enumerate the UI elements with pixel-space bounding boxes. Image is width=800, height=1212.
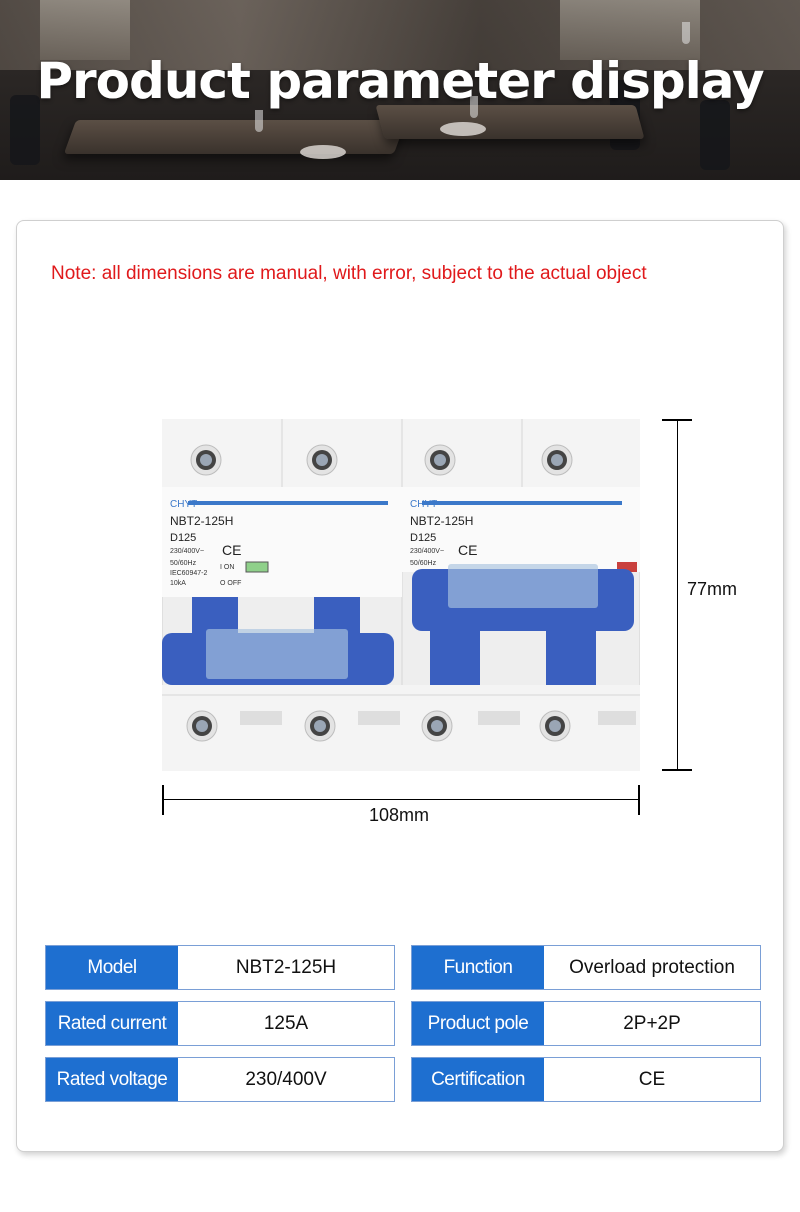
page-title: Product parameter display bbox=[36, 52, 764, 110]
terminal-screw-icon bbox=[190, 444, 222, 476]
brand-label-2: CHYT bbox=[410, 499, 437, 510]
spec-key: Rated current bbox=[46, 1002, 178, 1045]
spec-key: Rated voltage bbox=[46, 1058, 178, 1101]
banner-table bbox=[375, 105, 645, 139]
spec-value: Overload protection bbox=[569, 956, 735, 978]
frequency-label-2: 50/60Hz bbox=[410, 560, 437, 567]
banner-chair bbox=[700, 100, 730, 170]
dimension-note: Note: all dimensions are manual, with er… bbox=[51, 263, 647, 284]
banner-table bbox=[63, 120, 407, 154]
terminal-screw-icon bbox=[306, 444, 338, 476]
parameter-card: Note: all dimensions are manual, with er… bbox=[16, 220, 784, 1152]
height-dimension-line bbox=[677, 420, 678, 770]
spec-value: CE bbox=[638, 1068, 666, 1090]
spec-row-product-pole: Product pole 2P+2P bbox=[411, 1001, 761, 1046]
svg-text:CE: CE bbox=[458, 542, 477, 558]
width-dimension-cap bbox=[162, 785, 164, 815]
breaking-label-1: 10kA bbox=[170, 580, 186, 587]
banner-glass bbox=[682, 22, 690, 44]
banner-glass bbox=[255, 110, 263, 132]
spec-row-rated-voltage: Rated voltage 230/400V bbox=[45, 1057, 395, 1102]
terminal-screw-icon bbox=[539, 710, 571, 742]
banner-glass bbox=[470, 96, 478, 118]
model-label-1: NBT2-125H bbox=[170, 514, 233, 528]
terminal-screw-icon bbox=[424, 444, 456, 476]
header-banner: Product parameter display bbox=[0, 0, 800, 180]
spec-key: Model bbox=[46, 946, 178, 989]
status-indicator-window bbox=[617, 562, 637, 572]
banner-window bbox=[560, 0, 700, 60]
spec-row-rated-current: Rated current 125A bbox=[45, 1001, 395, 1046]
terminal-screw-icon bbox=[541, 444, 573, 476]
spec-value: 125A bbox=[263, 1012, 309, 1034]
width-dimension-cap bbox=[638, 785, 640, 815]
spec-row-model: Model NBT2-125H bbox=[45, 945, 395, 990]
spec-value: 230/400V bbox=[245, 1068, 327, 1090]
banner-chair bbox=[10, 95, 40, 165]
voltage-label-2: 230/400V~ bbox=[410, 548, 444, 555]
height-dimension-cap bbox=[662, 769, 692, 771]
voltage-label-1: 230/400V~ bbox=[170, 548, 204, 555]
on-label: I ON bbox=[220, 564, 234, 571]
brand-label-1: CHYT bbox=[170, 499, 197, 510]
model-label-2: NBT2-125H bbox=[410, 514, 473, 528]
terminal-screw-icon bbox=[421, 710, 453, 742]
frequency-label-1: 50/60Hz bbox=[170, 560, 197, 567]
height-dimension-label: 77mm bbox=[687, 579, 738, 599]
rating-label-1: D125 bbox=[170, 532, 196, 544]
standard-label-1: IEC60947-2 bbox=[170, 570, 207, 577]
terminal-screw-icon bbox=[304, 710, 336, 742]
svg-text:CE: CE bbox=[222, 542, 241, 558]
spec-row-function: Function Overload protection bbox=[411, 945, 761, 990]
spec-value: NBT2-125H bbox=[235, 956, 337, 978]
spec-key: Certification bbox=[412, 1058, 544, 1101]
banner-plate bbox=[300, 145, 346, 159]
banner-window bbox=[40, 0, 130, 60]
off-label: O OFF bbox=[220, 580, 241, 587]
spec-value: 2P+2P bbox=[623, 1012, 681, 1034]
status-indicator-window bbox=[245, 561, 269, 573]
terminal-screw-icon bbox=[186, 710, 218, 742]
spec-row-certification: Certification CE bbox=[411, 1057, 761, 1102]
rating-label-2: D125 bbox=[410, 532, 436, 544]
width-dimension-label: 108mm bbox=[369, 805, 430, 825]
circuit-breaker-image: CHYT NBT2-125H D125 230/400V~ CE 50/60Hz… bbox=[162, 419, 640, 771]
spec-key: Product pole bbox=[412, 1002, 544, 1045]
banner-plate bbox=[440, 122, 486, 136]
height-dimension-cap bbox=[662, 419, 692, 421]
width-dimension-line bbox=[163, 799, 639, 800]
spec-key: Function bbox=[412, 946, 544, 989]
